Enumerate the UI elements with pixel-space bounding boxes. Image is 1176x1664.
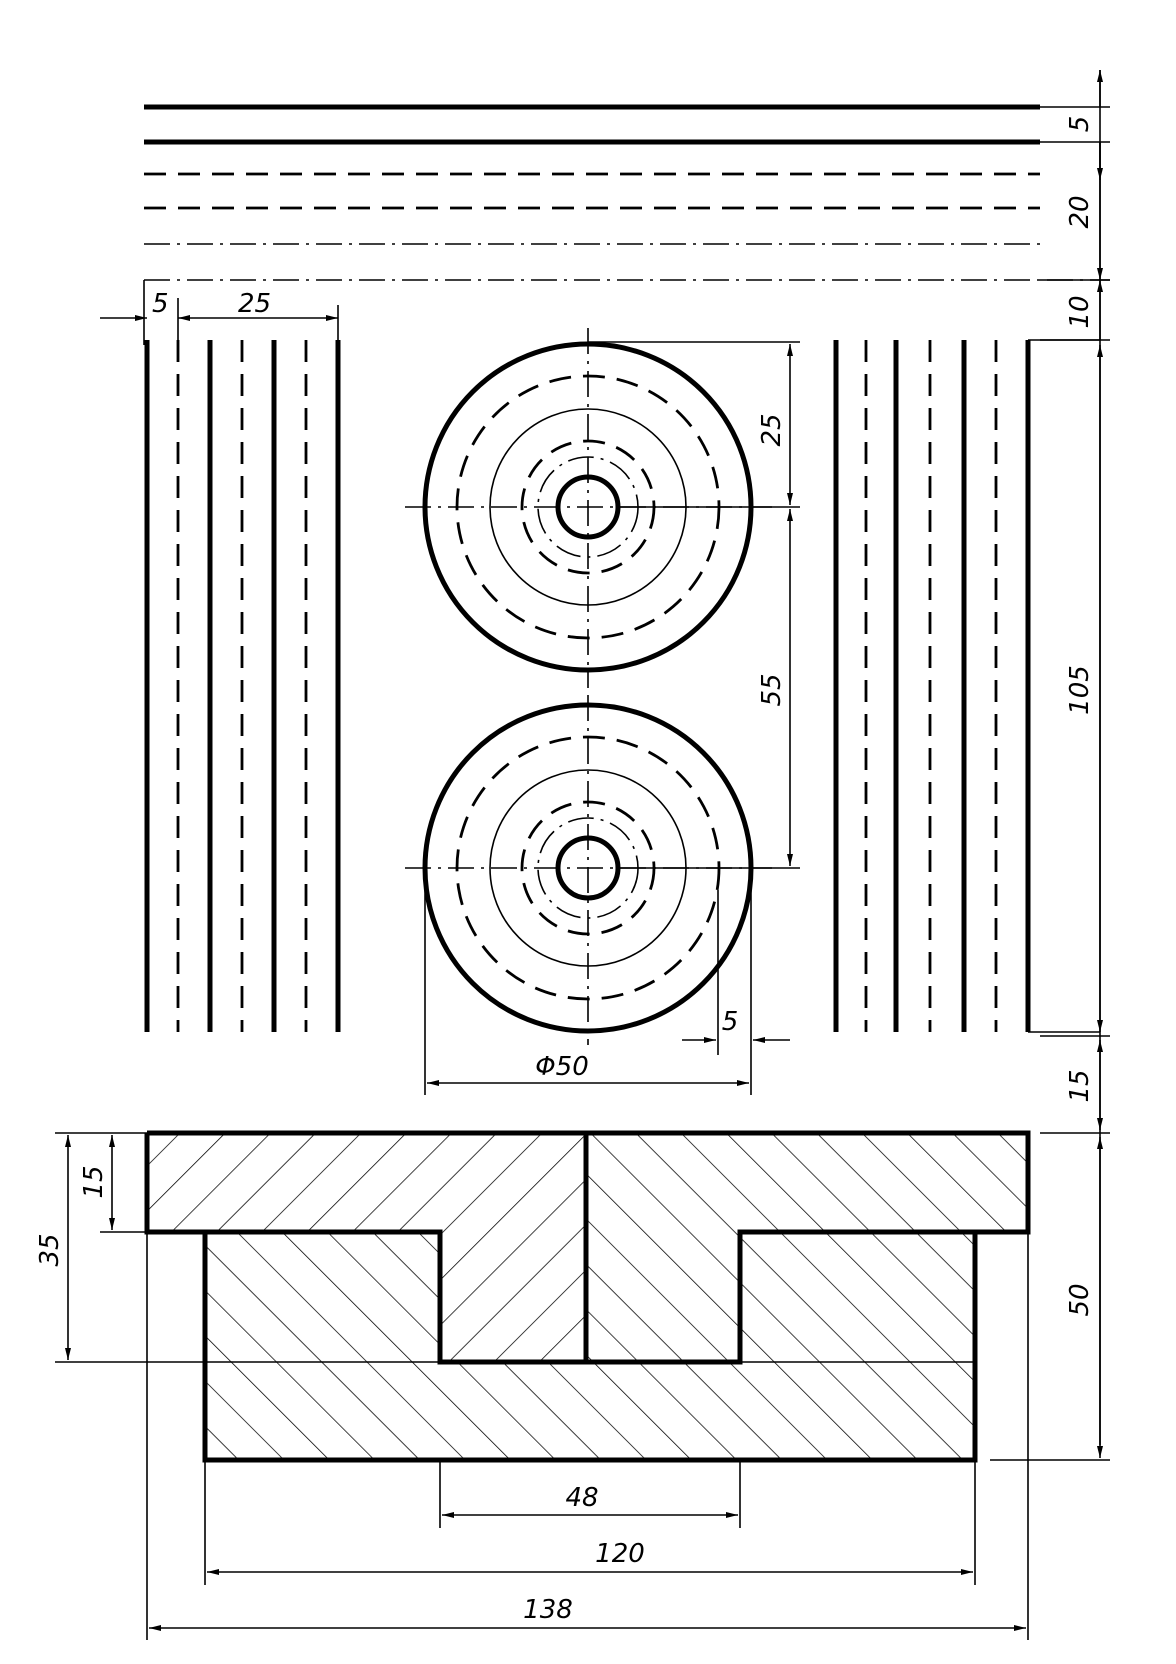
lower-concentric-circles xyxy=(405,695,772,1045)
dim-label-slot-width: 48 xyxy=(565,1483,598,1513)
section-view xyxy=(144,1130,1031,1463)
dim-label-flange-height: 15 xyxy=(79,1165,109,1198)
upper-concentric-circles xyxy=(405,328,772,688)
dim-label-circle-spacing: 55 xyxy=(757,673,787,706)
dim-label-section-depth: 35 xyxy=(35,1233,65,1266)
section-left-dimensions: 35 15 xyxy=(35,1132,205,1363)
dim-label-section-height: 50 xyxy=(1065,1283,1095,1316)
dim-label-gap-to-frame: 10 xyxy=(1065,295,1095,328)
section-bottom-dimensions: 48 120 138 xyxy=(146,1232,1029,1640)
dim-label-bottom-gap: 15 xyxy=(1065,1069,1095,1102)
dim-label-top-gap: 5 xyxy=(1065,116,1095,133)
dim-label-circle-top: 25 xyxy=(757,413,787,446)
dim-label-ring-gap: 5 xyxy=(722,1007,739,1037)
dim-label-overall-width: 138 xyxy=(523,1595,573,1625)
dim-label-line-group: 20 xyxy=(1065,195,1095,228)
circle-dimensions: 25 55 Φ50 5 xyxy=(424,341,800,1095)
right-vertical-lines xyxy=(833,339,1100,1033)
dim-label-diameter: Φ50 xyxy=(535,1052,589,1082)
left-vertical-lines xyxy=(144,340,341,1032)
right-dimension-chain: 5 20 10 105 15 50 xyxy=(990,70,1110,1461)
dim-label-body-width: 120 xyxy=(595,1539,645,1569)
dim-label-left-width: 25 xyxy=(238,289,271,319)
left-top-dimensions: 5 25 xyxy=(100,289,339,340)
dim-label-frame-height: 105 xyxy=(1065,665,1095,715)
line-type-samples xyxy=(144,104,1110,281)
dim-label-left-offset: 5 xyxy=(152,289,169,319)
